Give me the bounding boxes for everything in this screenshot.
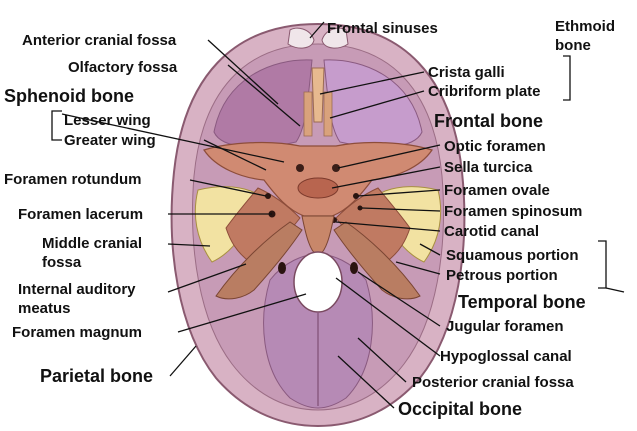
label-posterior-cranial-fossa: Posterior cranial fossa: [412, 374, 574, 391]
foramen-rotundum-left: [265, 193, 271, 199]
skull-illustration: [170, 22, 466, 428]
label-lesser-wing: Lesser wing: [64, 112, 151, 129]
label-optic-foramen: Optic foramen: [444, 138, 546, 155]
label-carotid-canal: Carotid canal: [444, 223, 539, 240]
petrous-left: [215, 221, 303, 300]
label-petrous-portion: Petrous portion: [446, 267, 558, 284]
optic-foramen-left: [296, 164, 304, 172]
label-parietal-bone: Parietal bone: [40, 366, 153, 386]
foramen-spinosum-right: [357, 205, 363, 211]
label-ethmoid-bone-line1: Ethmoid: [555, 18, 615, 35]
foramen-magnum-shape: [293, 251, 343, 313]
label-sella-turcica: Sella turcica: [444, 159, 533, 176]
label-foramen-rotundum: Foramen rotundum: [4, 171, 142, 188]
label-internal-auditory-meatus-line2: meatus: [18, 300, 71, 317]
label-crista-galli: Crista galli: [428, 64, 505, 81]
label-squamous-portion: Squamous portion: [446, 247, 579, 264]
frontal-sinus-right: [321, 27, 349, 49]
label-temporal-bone: Temporal bone: [458, 292, 586, 312]
leader-lines: [51, 21, 625, 409]
label-cribriform-plate: Cribriform plate: [428, 83, 541, 100]
label-ethmoid-bone-line2: bone: [555, 37, 591, 54]
petrous-right: [333, 221, 421, 300]
label-greater-wing: Greater wing: [64, 132, 156, 149]
optic-foramen-right: [332, 164, 340, 172]
label-foramen-magnum: Foramen magnum: [12, 324, 142, 341]
label-middle-cranial-fossa-line2: fossa: [42, 254, 82, 271]
frontal-sinus-left: [287, 27, 315, 49]
label-sphenoid-bone: Sphenoid bone: [4, 86, 134, 106]
label-jugular-foramen: Jugular foramen: [446, 318, 564, 335]
foramen-ovale-right: [353, 193, 359, 199]
label-occipital-bone: Occipital bone: [398, 399, 522, 419]
label-frontal-sinuses: Frontal sinuses: [327, 20, 438, 37]
label-hypoglossal-canal: Hypoglossal canal: [440, 348, 572, 365]
sella-turcica-shape: [297, 177, 339, 199]
label-foramen-lacerum: Foramen lacerum: [18, 206, 143, 223]
jugular-foramen-right: [350, 262, 358, 274]
label-frontal-bone: Frontal bone: [434, 111, 543, 131]
label-anterior-cranial-fossa: Anterior cranial fossa: [22, 32, 177, 49]
label-foramen-spinosum: Foramen spinosum: [444, 203, 582, 220]
label-internal-auditory-meatus-line1: Internal auditory: [18, 281, 136, 298]
text-labels: Frontal sinuses Ethmoid bone Anterior cr…: [4, 18, 615, 419]
label-foramen-ovale: Foramen ovale: [444, 182, 550, 199]
jugular-foramen-left: [278, 262, 286, 274]
label-olfactory-fossa: Olfactory fossa: [68, 59, 178, 76]
label-middle-cranial-fossa-line1: Middle cranial: [42, 235, 142, 252]
crista-galli-shape: [311, 67, 325, 123]
